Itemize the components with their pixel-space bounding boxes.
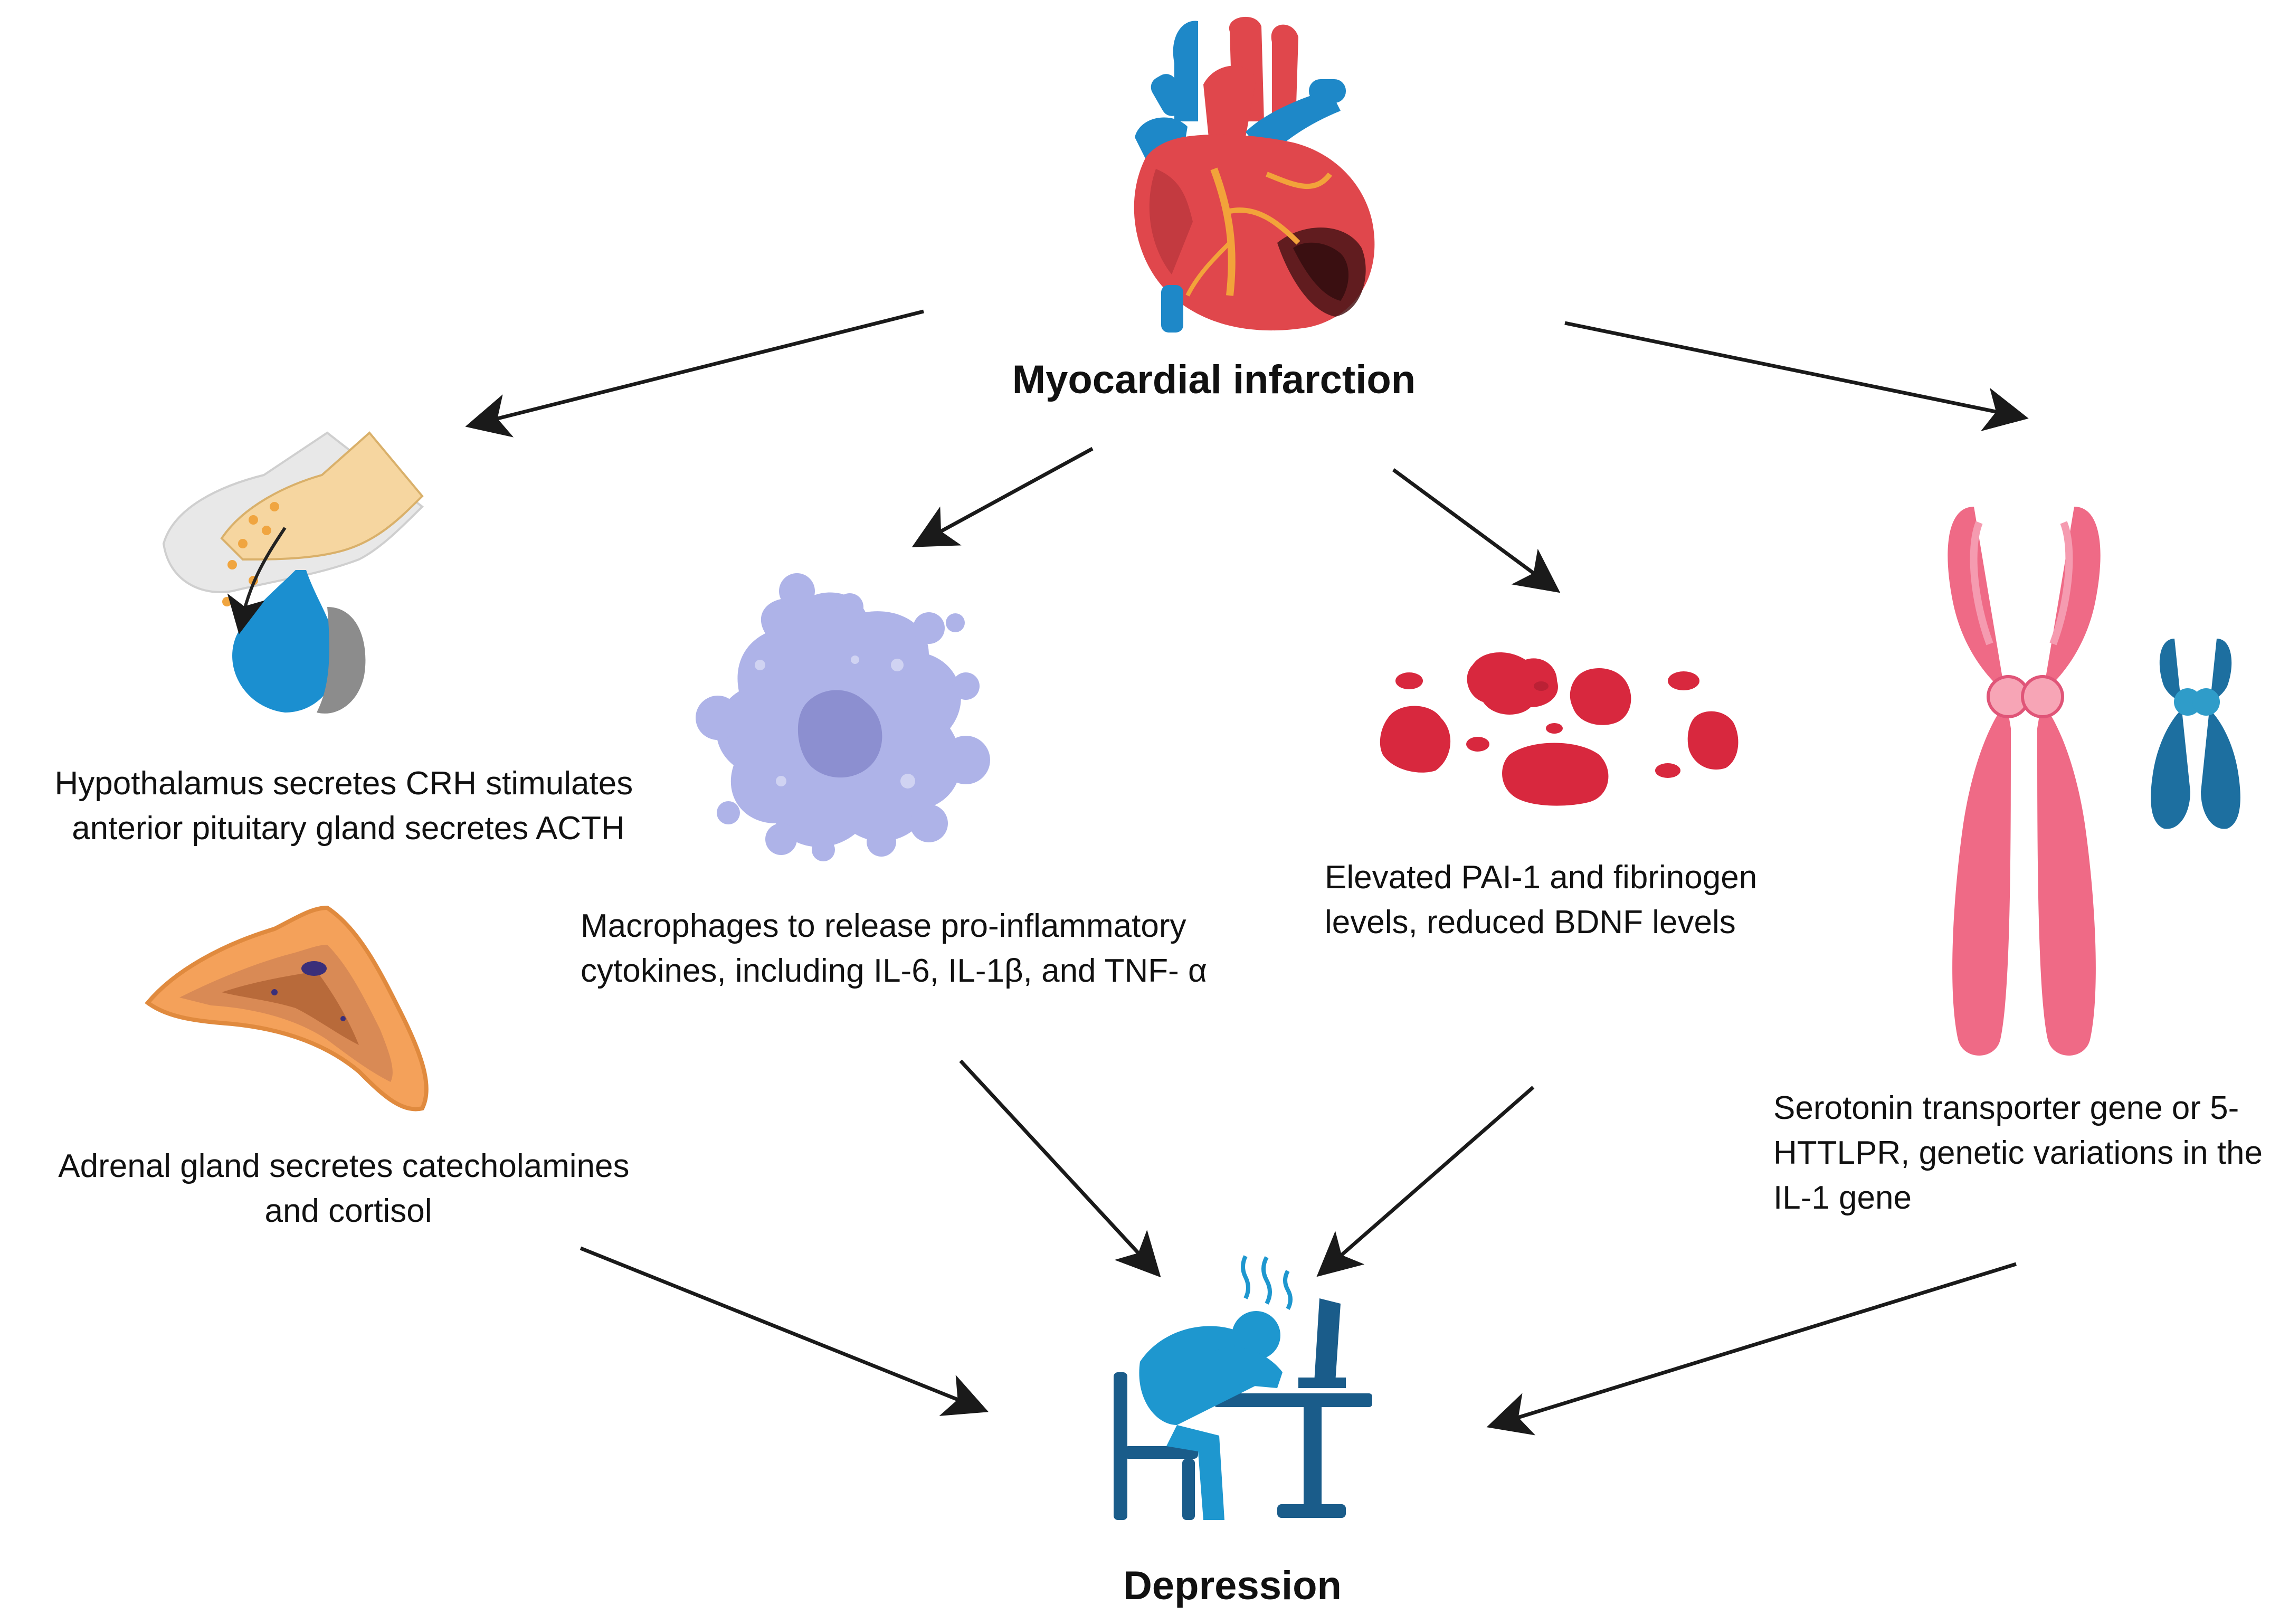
- caption-clot: Elevated PAI-1 and fibrinogen levels, re…: [1325, 859, 1766, 941]
- arrows: [465, 309, 2029, 1436]
- arrow-adrenal-to-depression: [580, 1246, 989, 1416]
- hypothalamus-pituitary-icon: [162, 431, 424, 714]
- caption-macrophage: Macrophages to release pro-inflammatory …: [581, 908, 1207, 989]
- caption-adrenal: Adrenal gland secretes catecholamines an…: [58, 1148, 638, 1229]
- arrow-clot-to-depression: [1316, 1086, 1535, 1277]
- node-depression: Depression: [1123, 1563, 1342, 1608]
- arrow-mi-to-genetic: [1564, 321, 2029, 432]
- adrenal-gland-icon: [145, 905, 429, 1112]
- arrow-mi-to-macrophage: [911, 447, 1094, 547]
- chromosome-icon: [1948, 507, 2240, 1056]
- heart-icon: [1134, 16, 1375, 333]
- depressed-person-icon: [1114, 1255, 1372, 1520]
- macrophage-icon: [696, 573, 990, 861]
- arrow-macrophage-to-depression: [959, 1059, 1161, 1278]
- caption-hpa: Hypothalamus secretes CRH stimulates ant…: [55, 765, 642, 847]
- blood-clot-icon: [1380, 652, 1739, 806]
- caption-genetic: Serotonin transporter gene or 5- HTTLPR,…: [1773, 1090, 2272, 1216]
- arrow-genetic-to-depression: [1486, 1262, 2017, 1436]
- arrow-mi-to-hpa: [465, 309, 924, 438]
- node-myocardial-infarction: Myocardial infarction: [1012, 357, 1416, 402]
- arrow-mi-to-clot: [1392, 468, 1561, 593]
